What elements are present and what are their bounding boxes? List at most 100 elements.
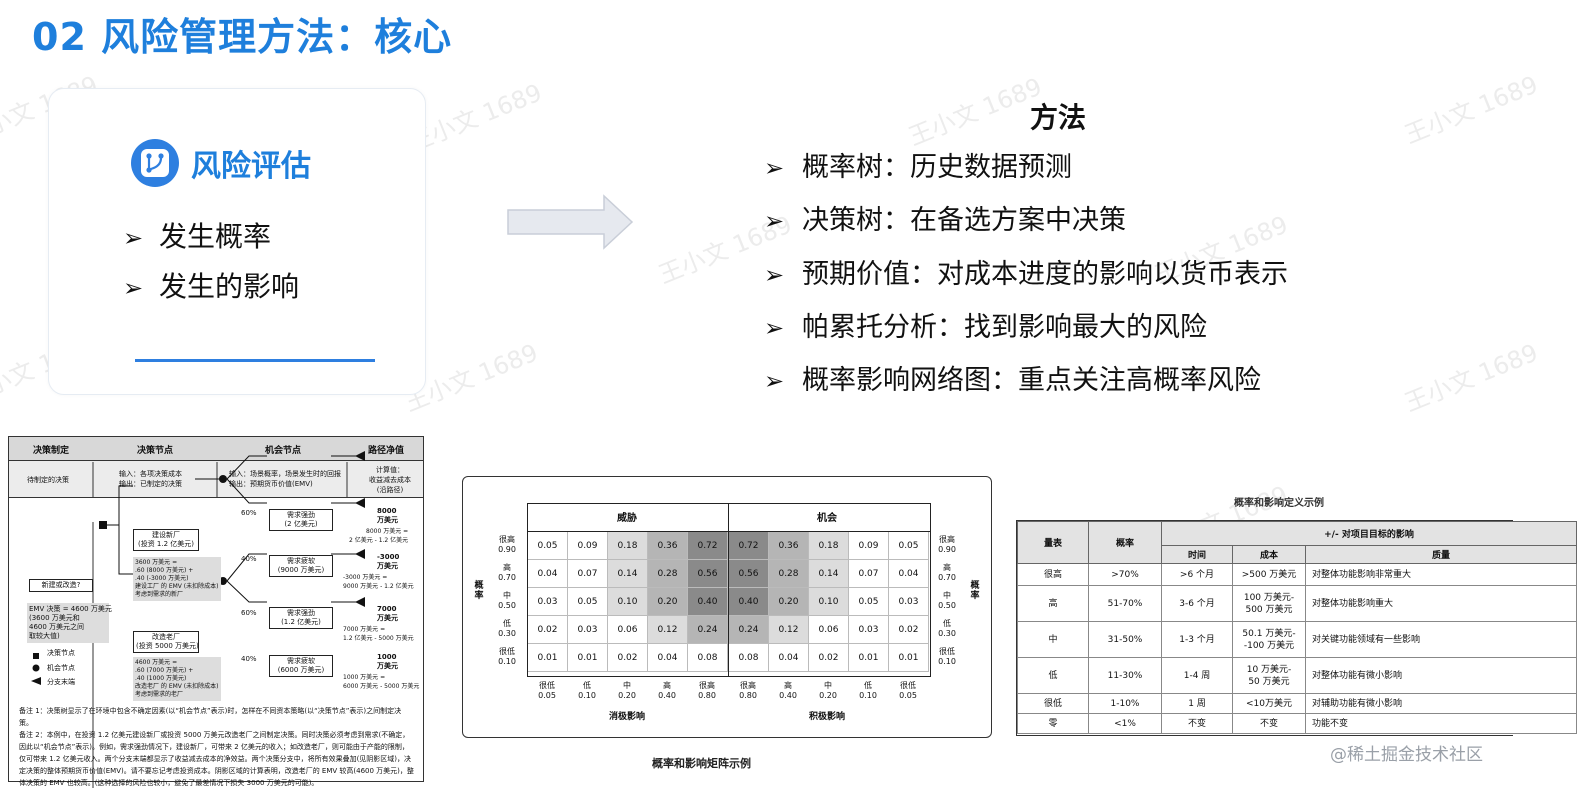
method-item: ➢帕累托分析：找到影响最大的风险 bbox=[764, 312, 1207, 343]
table-row: 零<1%不变不变功能不变 bbox=[1017, 713, 1577, 734]
dt-probability: 40% bbox=[241, 555, 257, 563]
col-header: +/- 对项目目标的影响 bbox=[1161, 521, 1577, 546]
matrix-caption: 概率和影响矩阵示例 bbox=[652, 757, 751, 770]
arrow-bullet-icon: ➢ bbox=[123, 224, 144, 252]
table-cell-prob: 31-50% bbox=[1088, 621, 1162, 658]
watermark: 王小文 1689 bbox=[1400, 338, 1542, 418]
matrix-opportunity-cell: 0.02 bbox=[809, 644, 849, 672]
matrix-threat-cell: 0.09 bbox=[568, 532, 608, 560]
matrix-threat-cell: 0.03 bbox=[528, 588, 568, 616]
matrix-opportunity-cell: 0.24 bbox=[729, 616, 769, 644]
col-header: 时间 bbox=[1161, 545, 1233, 564]
decision-tree-header: 决策制定 决策节点 机会节点 路径净值 bbox=[9, 437, 423, 461]
matrix-neg-axis: 消极影响 bbox=[608, 712, 645, 722]
watermark: 王小文 1689 bbox=[904, 72, 1046, 152]
matrix-threat-cell: 0.14 bbox=[608, 560, 648, 588]
matrix-threat-cell: 0.28 bbox=[648, 560, 688, 588]
matrix-opportunity-cell: 0.14 bbox=[809, 560, 849, 588]
table-cell-time: 1 周 bbox=[1161, 693, 1233, 714]
matrix-divider bbox=[728, 504, 729, 676]
table-cell-time: 3-6 个月 bbox=[1161, 585, 1233, 622]
dt-branch-emv: 3600 万美元 = .60 (8000 万美元) + .40 (-3000 万… bbox=[133, 557, 221, 601]
card-bullet: ➢发生的影响 bbox=[123, 270, 300, 303]
dt-header-cell: 机会节点 bbox=[264, 446, 301, 456]
matrix-opportunity-cell: 0.01 bbox=[849, 644, 889, 672]
dt-outcome-value: 7000 万美元 bbox=[377, 605, 398, 622]
arrow-bullet-icon: ➢ bbox=[764, 367, 785, 395]
decision-tree-figure: 决策制定 决策节点 机会节点 路径净值 待制定的决策 输入：各项决策成本 输出：… bbox=[8, 436, 424, 788]
table-cell-scale: 很高 bbox=[1017, 563, 1089, 586]
table-cell-cost: >500 万美元 bbox=[1232, 563, 1306, 586]
table-cell-prob: 11-30% bbox=[1088, 657, 1162, 694]
table-cell-time: >6 个月 bbox=[1161, 563, 1233, 586]
dt-root-node: 新建或改造? bbox=[29, 579, 93, 592]
method-item: ➢决策树：在备选方案中决策 bbox=[764, 205, 1126, 236]
col-header: 质量 bbox=[1305, 545, 1577, 564]
card-title: 风险评估 bbox=[191, 149, 311, 184]
dt-sub-cell: 输入：场景概率，场景发生时的回报 输出：预期货币价值(EMV) bbox=[229, 470, 341, 488]
matrix-threat-cell: 0.18 bbox=[608, 532, 648, 560]
dt-probability: 60% bbox=[241, 509, 257, 517]
table-cell-quality: 对整体功能有微小影响 bbox=[1305, 657, 1577, 694]
table-row: 很高>70%>6 个月>500 万美元对整体功能影响非常重大 bbox=[1017, 563, 1577, 586]
matrix-opportunity-cell: 0.04 bbox=[889, 560, 929, 588]
matrix-opportunity-cell: 0.07 bbox=[849, 560, 889, 588]
methods-title: 方法 bbox=[1030, 101, 1087, 134]
dt-outcome-calc: 7000 万美元 = 1.2 亿美元 - 5000 万美元 bbox=[343, 626, 414, 642]
dt-outcome-node: 需求强劲 (1.2 亿美元) bbox=[269, 607, 333, 629]
table-cell-time: 不变 bbox=[1161, 713, 1233, 734]
matrix-pos-axis: 积极影响 bbox=[808, 712, 845, 722]
matrix-opportunity-cell: 0.03 bbox=[889, 588, 929, 616]
table-cell-quality: 对整体功能影响重大 bbox=[1305, 585, 1577, 622]
matrix-threat-cell: 0.07 bbox=[568, 560, 608, 588]
table-cell-prob: >70% bbox=[1088, 563, 1162, 586]
definitions-caption: 概率和影响定义示例 bbox=[1234, 498, 1324, 509]
arrow-bullet-icon: ➢ bbox=[764, 154, 785, 182]
matrix-threat-cell: 0.36 bbox=[648, 532, 688, 560]
table-cell-scale: 很低 bbox=[1017, 693, 1089, 714]
dt-header-cell: 决策制定 bbox=[32, 446, 69, 456]
matrix-threat-label: 威胁 bbox=[617, 513, 637, 524]
risk-assessment-card: 风险评估 ➢发生概率 ➢发生的影响 bbox=[48, 88, 426, 395]
dt-probability: 60% bbox=[241, 609, 257, 617]
matrix-threat-cell: 0.06 bbox=[608, 616, 648, 644]
matrix-threat-cell: 0.12 bbox=[648, 616, 688, 644]
footer-brand: @稀土掘金技术社区 bbox=[1330, 745, 1483, 765]
matrix-opportunity-cell: 0.09 bbox=[849, 532, 889, 560]
matrix-threat-cell: 0.03 bbox=[568, 616, 608, 644]
dt-outcome-node: 需求疲软 (6000 万美元) bbox=[269, 655, 333, 677]
dt-outcome-value: -3000 万美元 bbox=[377, 553, 400, 570]
dt-outcome-value: 1000 万美元 bbox=[377, 653, 398, 670]
table-cell-cost: 50.1 万美元- -100 万美元 bbox=[1232, 621, 1306, 658]
dt-sub-cell: 输入：各项决策成本 输出：已制定的决策 bbox=[119, 470, 182, 488]
method-item: ➢概率树：历史数据预测 bbox=[764, 152, 1072, 183]
col-header: 成本 bbox=[1232, 545, 1306, 564]
arrow-bullet-icon: ➢ bbox=[764, 314, 785, 342]
definitions-table: 量表 概率 +/- 对项目目标的影响 时间 成本 质量 很高>70%>6 个月>… bbox=[1016, 520, 1577, 736]
slide-title: 02 风险管理方法：核心 bbox=[32, 15, 453, 59]
table-cell-cost: 不变 bbox=[1232, 713, 1306, 734]
table-cell-cost: 100 万美元- 500 万美元 bbox=[1232, 585, 1306, 622]
matrix-opportunity-cell: 0.18 bbox=[809, 532, 849, 560]
matrix-opportunity-cell: 0.04 bbox=[769, 644, 809, 672]
branch-icon bbox=[131, 139, 179, 187]
col-header: 概率 bbox=[1088, 521, 1162, 564]
